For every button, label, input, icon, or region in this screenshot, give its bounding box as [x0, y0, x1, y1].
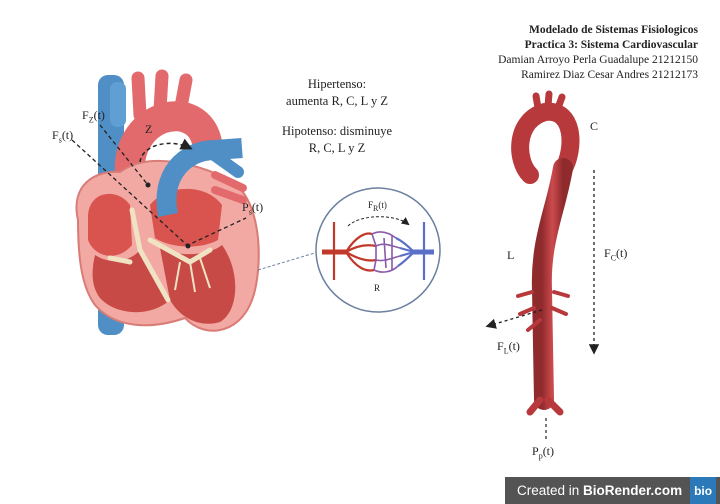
iliac-arteries [526, 396, 564, 416]
hyper-title: Hipertenso: [307, 77, 367, 91]
capillary-bed [315, 187, 441, 313]
heart-illustration [75, 69, 260, 335]
z-label: Z [145, 122, 153, 136]
left-atrium [88, 193, 132, 256]
hyper-text: aumenta R, C, L y Z [286, 94, 388, 108]
descending-aorta [531, 158, 573, 410]
fr-label: FR(t) [368, 200, 387, 213]
abdominal-branches [516, 290, 570, 332]
fc-label: FC(t) [604, 246, 628, 263]
fz-dot [145, 182, 151, 188]
biorender-watermark[interactable]: Created in BioRender.com bio [505, 477, 720, 504]
fs-label: Fs(t) [52, 128, 74, 145]
venule-branches [395, 222, 426, 280]
pp-label: Pp(t) [532, 444, 555, 461]
watermark-text: Created in BioRender.com [517, 483, 683, 498]
condition-notes: Hipertenso: aumenta R, C, L y Z Hipotens… [262, 76, 412, 157]
fr-flow-arrow [347, 216, 410, 227]
fs-pointer [71, 139, 189, 247]
pulmonary-vein [211, 171, 247, 204]
aorta-illustration [511, 90, 580, 416]
author-1: Damian Arroyo Perla Guadalupe 21212150 [498, 54, 698, 66]
z-flow-arrow [139, 138, 193, 163]
author-2: Ramirez Diaz Cesar Andres 21212173 [521, 69, 698, 81]
biorender-logo-icon: bio [690, 477, 717, 504]
left-ventricle [92, 250, 170, 313]
arteriole-branches [332, 222, 377, 280]
r-label: R [374, 283, 381, 293]
pulmonary-branch [204, 146, 244, 178]
aortic-arch-shape [511, 102, 580, 184]
vena-cava-top [110, 82, 126, 127]
c-label: C [590, 119, 599, 133]
chordae [174, 257, 211, 293]
hypo-text: R, C, L y Z [308, 141, 366, 155]
practice-title: Practica 3: Sistema Cardiovascular [524, 39, 698, 51]
ps-label: Ps(t) [242, 200, 264, 217]
fz-label: FZ(t) [82, 108, 105, 125]
aorta-annotations [485, 170, 600, 442]
fz-pointer [99, 124, 149, 186]
hypo-title: Hipotenso: disminuye [281, 124, 393, 138]
heart-annotations [71, 124, 247, 249]
aortic-arch [114, 101, 223, 177]
l-label: L [507, 248, 515, 262]
zoom-connector [257, 251, 319, 271]
course-title: Modelado de Sistemas Fisiologicos [529, 24, 698, 36]
document-header: Modelado de Sistemas Fisiologicos Practi… [498, 23, 698, 83]
capillary-mesh [371, 231, 401, 273]
fl-label: FL(t) [497, 339, 520, 356]
